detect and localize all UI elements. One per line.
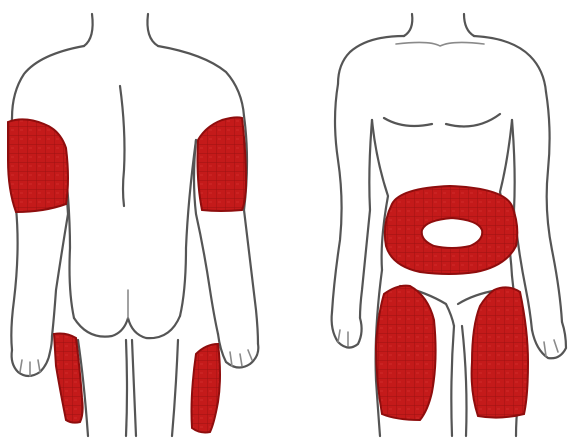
zone-front-abdomen: [385, 186, 517, 274]
back-view: [8, 14, 258, 436]
zone-back-upper-arm-right: [198, 117, 247, 211]
back-body-outline: [11, 14, 259, 436]
zone-front-thigh-left: [376, 286, 436, 420]
front-view: [332, 14, 566, 436]
zone-front-thigh-right: [472, 287, 528, 417]
front-body-outline: [332, 14, 566, 436]
zone-back-calf-right: [192, 344, 221, 433]
zone-back-upper-arm-left: [8, 119, 68, 212]
